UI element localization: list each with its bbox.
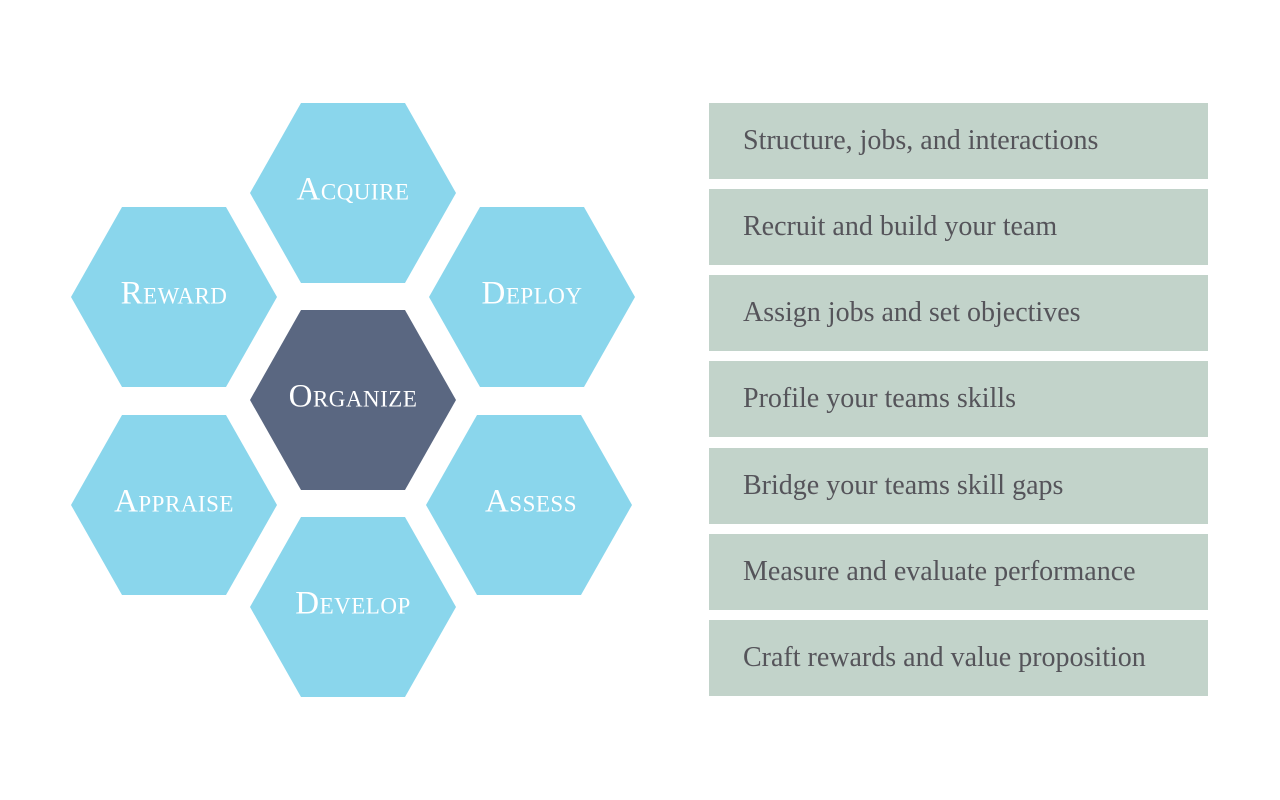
description-text: Recruit and build your team [743,211,1058,242]
description-text: Assign jobs and set objectives [743,297,1081,328]
description-text: Measure and evaluate performance [743,556,1136,587]
hex-develop: Develop [250,517,456,697]
hex-deploy: Deploy [429,207,635,387]
hex-appraise: Appraise [71,415,277,595]
description-text: Craft rewards and value proposition [743,642,1146,673]
hex-reward: Reward [71,207,277,387]
hex-appraise-label: Appraise [114,484,234,520]
hex-reward-label: Reward [121,276,228,312]
description-row: Structure, jobs, and interactions [709,103,1208,179]
description-text: Structure, jobs, and interactions [743,125,1099,156]
description-row: Craft rewards and value proposition [709,620,1208,696]
hex-assess-label: Assess [485,484,577,520]
description-text: Profile your teams skills [743,383,1016,414]
description-row: Profile your teams skills [709,361,1208,437]
description-row: Assign jobs and set objectives [709,275,1208,351]
hex-organize: Organize [250,310,456,490]
hex-assess: Assess [426,415,632,595]
hex-acquire: Acquire [250,103,456,283]
hex-organize-label: Organize [289,379,418,415]
hex-develop-label: Develop [295,586,411,622]
description-row: Recruit and build your team [709,189,1208,265]
hex-deploy-label: Deploy [482,276,583,312]
description-row: Measure and evaluate performance [709,534,1208,610]
hex-acquire-label: Acquire [297,172,410,208]
description-row: Bridge your teams skill gaps [709,448,1208,524]
description-text: Bridge your teams skill gaps [743,470,1064,501]
